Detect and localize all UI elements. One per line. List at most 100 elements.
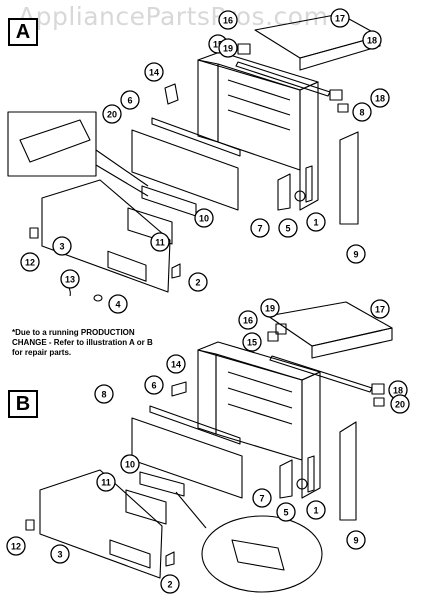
a-part-1 [305,165,313,203]
a-part-16 [237,43,251,55]
a-callout-label: 6 [127,96,132,106]
a-callout-circle [52,236,72,256]
a-callout-label: 15 [213,40,223,50]
a-callout-label: 18 [375,94,385,104]
a-callout-circle [346,244,366,264]
b-part-frame-left [197,349,217,435]
b-inset-control [231,539,285,571]
a-part-5 [294,190,306,202]
a-part-3-panel [41,179,171,293]
a-callout-circle [20,252,40,272]
section-b-label: B [8,390,38,418]
b-part-frame-top [197,341,321,381]
b-part-1 [307,455,315,493]
a-part-frame-slots [227,79,291,131]
a-callout-label: 1 [313,218,318,228]
a-part-frame-top [197,51,319,91]
b-part-7 [279,459,293,499]
a-callout-label: 19 [223,44,233,54]
a-callout-circle [278,218,298,238]
b-callout-label: 11 [101,478,111,488]
b-inset-leader [175,491,207,529]
b-part-frame-slots [227,371,293,425]
a-callout-label: 2 [195,278,200,288]
b-callout-label: 1 [313,506,318,516]
b-part-6-bar [149,405,241,445]
b-part-17-front [311,327,393,359]
b-part-11-bezel [125,489,167,525]
a-callout-label: 16 [223,16,233,26]
b-part-2 [165,551,175,567]
a-part-15-rod [235,61,331,97]
b-inset-oval [201,515,323,593]
a-callout-label: 7 [257,224,262,234]
a-callout-circle [250,218,270,238]
b-part-15-rod [269,355,373,393]
a-part-20 [337,103,349,113]
b-callout-label: 18 [393,386,403,396]
a-callout-label: 9 [353,250,358,260]
b-part-20 [373,397,385,407]
b-part-3-window [109,539,151,569]
a-callout-circle [370,88,390,108]
b-part-18 [371,383,385,395]
a-part-frame-left [197,59,219,143]
b-part-14 [171,381,187,397]
a-part-2 [171,263,181,279]
b-callout-circle [166,354,186,374]
a-callout-label: 3 [59,242,64,252]
b-callout-circle [94,384,114,404]
b-callout-circle [50,544,70,564]
a-part-11-bezel [127,207,173,245]
a-callout-label: 18 [367,36,377,46]
a-part-10-board [141,185,197,217]
a-callout-circle [188,272,208,292]
a-part-8-panel [131,129,239,211]
b-callout-label: 9 [353,536,358,546]
a-callout-circle [218,38,238,58]
assembly-a [7,13,381,302]
section-a-label: A [8,18,38,46]
b-part-3-panel [39,469,163,579]
b-part-frame-right [301,371,321,499]
a-callout-circle [102,104,122,124]
a-callout-label: 20 [107,110,117,120]
a-part-18 [329,89,343,101]
b-callout-label: 20 [395,400,405,410]
a-callout-circle [330,8,350,28]
b-callout-circle [260,298,280,318]
a-part-3-window [107,250,147,282]
a-part-9-end-cap [339,131,359,225]
a-callout-circle [144,62,164,82]
a-inset-leader [95,149,149,197]
b-part-10-board [139,471,185,497]
b-part-5 [296,478,308,490]
a-callout-circle [60,269,80,289]
b-callout-label: 8 [101,390,106,400]
b-part-19 [275,323,287,335]
a-callout-label: 4 [115,300,120,310]
b-callout-circle [370,299,390,319]
b-callout-circle [160,574,180,594]
b-callout-label: 17 [375,305,385,315]
a-part-7 [277,173,291,211]
b-part-12 [25,519,35,531]
a-callout-circle [218,10,238,30]
b-callout-label: 10 [125,460,135,470]
b-callout-circle [6,536,26,556]
b-callout-label: 2 [167,580,172,590]
a-inset-box [7,111,97,177]
a-inset-control [19,119,91,163]
b-callout-label: 3 [57,550,62,560]
a-callout-circle [352,102,372,122]
a-callout-circle [362,30,382,50]
a-callout-circle [108,294,128,314]
b-callout-label: 14 [171,360,181,370]
a-callout-circle [150,232,170,252]
b-callout-label: 7 [259,494,264,504]
b-callout-label: 19 [265,304,275,314]
a-part-17-front [299,35,381,71]
a-part-14 [164,83,179,105]
